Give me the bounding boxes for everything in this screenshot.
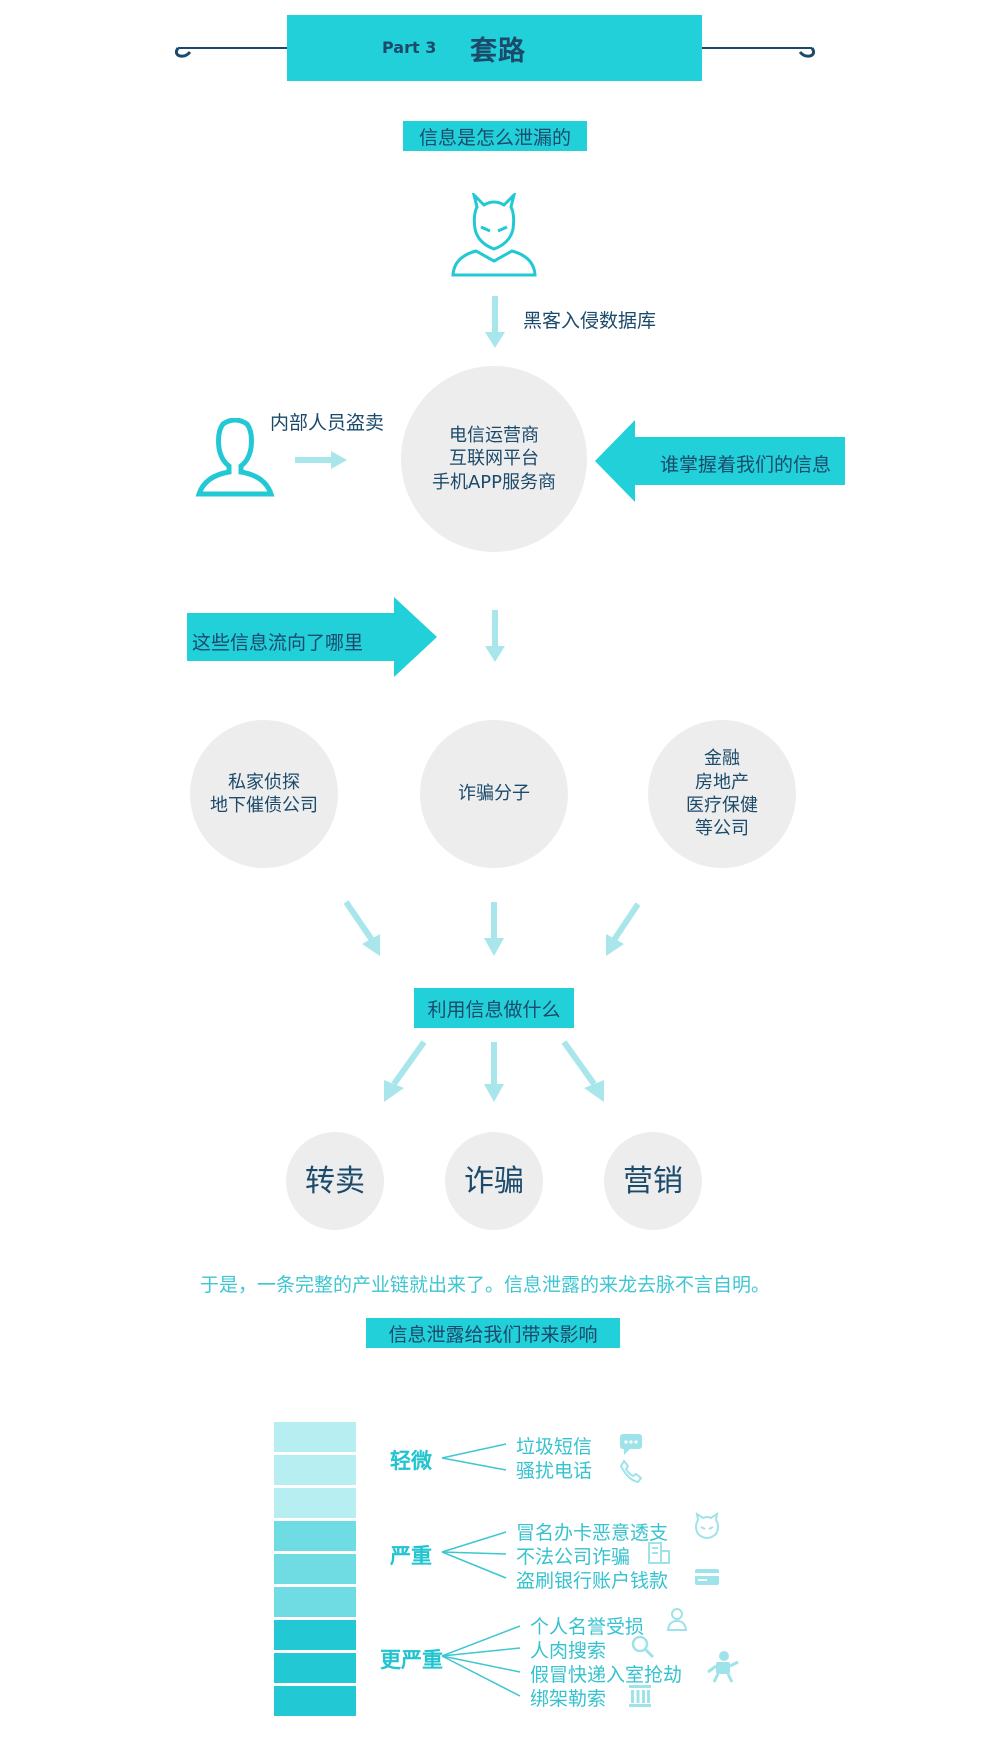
diverging-arrows: [384, 1040, 604, 1102]
part-number: Part 3: [382, 38, 437, 57]
receiver-line: 诈骗分子: [458, 783, 530, 805]
severity-bar-segment: [274, 1554, 356, 1584]
section-banner: Part 3 套路: [287, 15, 702, 81]
receiver-line: 地下催债公司: [210, 795, 318, 816]
severity-bar-segment: [274, 1620, 356, 1650]
receiver-line: 私家侦探: [228, 771, 300, 793]
robber-icon: [707, 1651, 739, 1683]
insider-person-icon: [195, 418, 275, 497]
person-icon: [666, 1608, 688, 1631]
conclusion-text: 于是，一条完整的产业链就出来了。信息泄露的来龙去脉不言自明。: [200, 1274, 771, 1296]
severity-label-serious: 严重: [390, 1544, 432, 1568]
usage-title: 利用信息做什么: [414, 988, 574, 1028]
holder-line: 互联网平台: [449, 448, 539, 470]
usage-circle-fraud: 诈骗: [445, 1132, 543, 1230]
flow-label: 这些信息流向了哪里: [192, 632, 364, 654]
devil-icon: [695, 1512, 719, 1539]
usage-circle-resell: 转卖: [286, 1132, 384, 1230]
phone-icon: [619, 1459, 643, 1484]
impact-title: 信息泄露给我们带来影响: [366, 1318, 620, 1348]
receiver-circle-companies: 金融 房地产 医疗保健 等公司: [648, 720, 796, 868]
impact-item: 个人名誉受损: [530, 1616, 645, 1638]
building-icon: [648, 1542, 670, 1564]
arrow-down-hacker: [485, 296, 505, 348]
insider-caption: 内部人员盗卖: [270, 412, 385, 434]
usage-circle-marketing: 营销: [604, 1132, 702, 1230]
receiver-line: 等公司: [695, 818, 749, 840]
severity-label-critical: 更严重: [380, 1648, 443, 1672]
leak-title-text: 信息是怎么泄漏的: [418, 126, 571, 149]
impact-item: 骚扰电话: [516, 1460, 593, 1482]
arrow-right-insider: [295, 451, 347, 469]
usage-item: 诈骗: [464, 1163, 524, 1199]
severity-bar-segment: [274, 1488, 356, 1518]
chat-icon: [620, 1434, 642, 1455]
impact-item: 假冒快递入室抢劫: [530, 1664, 683, 1686]
bank-icon: [629, 1685, 651, 1707]
impact-item: 盗刷银行账户钱款: [516, 1570, 669, 1592]
impact-item: 垃圾短信: [516, 1436, 593, 1458]
credit-card-icon: [695, 1569, 719, 1585]
impact-item: 绑架勒索: [530, 1688, 607, 1710]
who-holds-label: 谁掌握着我们的信息: [660, 454, 832, 476]
usage-title-text: 利用信息做什么: [427, 998, 561, 1021]
holder-line: 电信运营商: [449, 424, 539, 446]
severity-bar-segment: [274, 1455, 356, 1485]
receiver-line: 房地产: [695, 771, 749, 793]
who-holds-arrow-shape: [595, 420, 845, 502]
banner-decoration-right: [700, 47, 816, 58]
severity-bar-segment: [274, 1422, 356, 1452]
severity-bar-segment: [274, 1686, 356, 1716]
section-title: 套路: [470, 36, 526, 67]
leak-title: 信息是怎么泄漏的: [403, 121, 587, 151]
hacker-caption: 黑客入侵数据库: [523, 310, 657, 332]
converging-arrows: [343, 900, 641, 956]
usage-item: 转卖: [305, 1163, 365, 1199]
impact-item: 不法公司诈骗: [516, 1546, 631, 1568]
hacker-icon: [451, 193, 537, 277]
receiver-line: 医疗保健: [686, 795, 758, 816]
receiver-line: 金融: [704, 748, 740, 770]
holder-line: 手机APP服务商: [431, 471, 557, 493]
severity-bar-segment: [274, 1587, 356, 1617]
banner-decoration-left: [174, 47, 290, 58]
impact-item: 人肉搜索: [530, 1640, 607, 1662]
data-holders-circle: 电信运营商 互联网平台 手机APP服务商: [401, 366, 587, 552]
magnifier-icon: [631, 1635, 655, 1659]
usage-item: 营销: [623, 1163, 683, 1199]
severity-bar-segment: [274, 1521, 356, 1551]
impact-connector-lines: [441, 1443, 521, 1697]
receiver-circle-detectives: 私家侦探 地下催债公司: [190, 720, 338, 868]
severity-label-mild: 轻微: [390, 1449, 432, 1473]
severity-bar-segment: [274, 1653, 356, 1683]
arrow-down-center: [485, 610, 505, 662]
impact-item: 冒名办卡恶意透支: [516, 1522, 669, 1544]
receiver-circle-fraudsters: 诈骗分子: [420, 720, 568, 868]
flow-arrow-shape: [187, 597, 437, 677]
impact-title-text: 信息泄露给我们带来影响: [388, 1323, 598, 1346]
